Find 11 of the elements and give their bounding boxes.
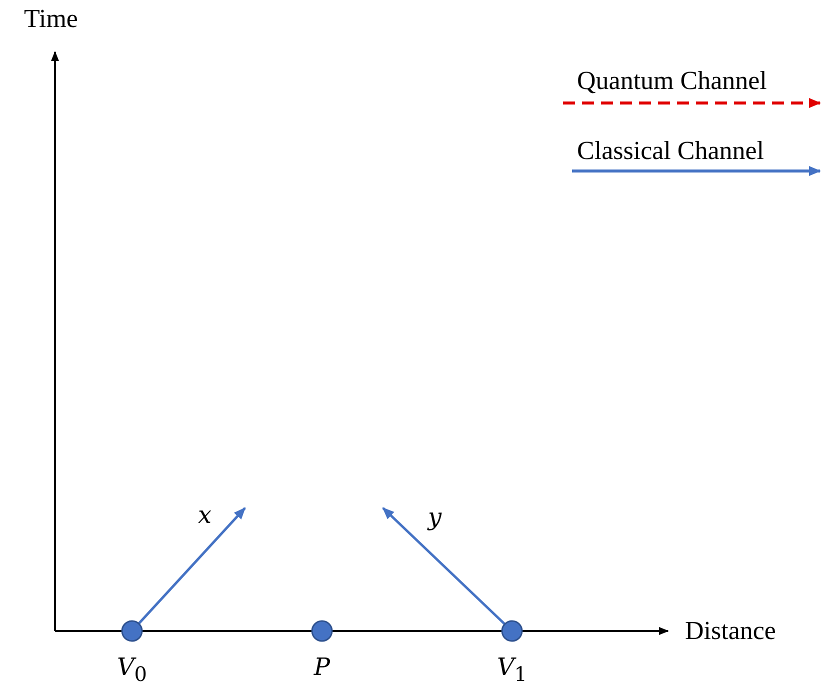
point-label: V$_{0}$ [116, 655, 148, 684]
axis-title: Distance [685, 618, 776, 644]
edge-label: x [198, 503, 212, 527]
point-label: P [312, 655, 332, 679]
legend-label: Classical Channel [577, 138, 764, 164]
point-label: V$_{1}$ [496, 655, 528, 684]
axis-title: Time [24, 6, 78, 32]
arrow [138, 507, 246, 624]
arrow [382, 507, 506, 625]
legend-label: Quantum Channel [577, 68, 767, 94]
edge-label: y [428, 505, 442, 529]
